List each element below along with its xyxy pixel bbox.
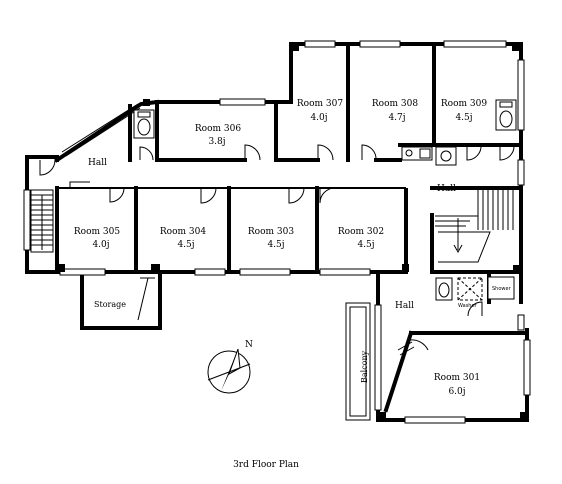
room-309: Room 309 4.5j — [441, 99, 487, 123]
room-306: Room 306 3.8j — [195, 124, 241, 147]
room-304-size: 4.5j — [177, 240, 194, 250]
room-302-name: Room 302 — [338, 227, 384, 237]
room-304: Room 304 4.5j — [160, 227, 206, 250]
room-306-name: Room 306 — [195, 124, 241, 134]
storage-details — [135, 255, 161, 328]
washer-label: Washer — [458, 303, 478, 309]
balcony-outline — [345, 302, 371, 421]
room-305-size: 4.0j — [92, 240, 109, 250]
room-307-size: 4.0j — [310, 113, 327, 123]
room-301-size: 6.0j — [448, 387, 465, 397]
room-301-name: Room 301 — [434, 373, 480, 383]
hall-west-label: Hall — [88, 158, 107, 168]
hall-east-label: Hall — [437, 184, 456, 194]
room-302: Room 302 4.5j — [338, 227, 384, 250]
hall-south-label: Hall — [395, 301, 414, 311]
room-305: Room 305 4.0j — [74, 227, 120, 250]
pillars — [57, 42, 528, 420]
balcony-label: Balcony — [360, 350, 369, 383]
east-stairs — [435, 190, 514, 263]
compass-north-label: N — [245, 340, 253, 350]
compass-icon — [207, 348, 251, 394]
room-303-size: 4.5j — [267, 240, 284, 250]
room-309-name: Room 309 — [441, 99, 487, 109]
room-303-name: Room 303 — [248, 227, 294, 237]
room-307-name: Room 307 — [297, 99, 343, 109]
room-304-name: Room 304 — [160, 227, 206, 237]
room-301: Room 301 6.0j — [434, 373, 480, 397]
room-307: Room 307 4.0j — [297, 99, 343, 123]
plan-title: 3rd Floor Plan — [233, 460, 299, 470]
storage-label: Storage — [94, 300, 126, 309]
west-stairs — [30, 189, 54, 253]
shower-label: Shower — [492, 286, 512, 292]
room-308: Room 308 4.7j — [372, 99, 418, 123]
room-305-name: Room 305 — [74, 227, 120, 237]
room-308-name: Room 308 — [372, 99, 418, 109]
room-302-size: 4.5j — [357, 240, 374, 250]
room-309-size: 4.5j — [455, 113, 472, 123]
windows — [23, 40, 531, 424]
fixtures — [133, 99, 517, 356]
room-306-size: 3.8j — [208, 137, 225, 147]
room-308-size: 4.7j — [388, 113, 405, 123]
room-303: Room 303 4.5j — [248, 227, 294, 250]
